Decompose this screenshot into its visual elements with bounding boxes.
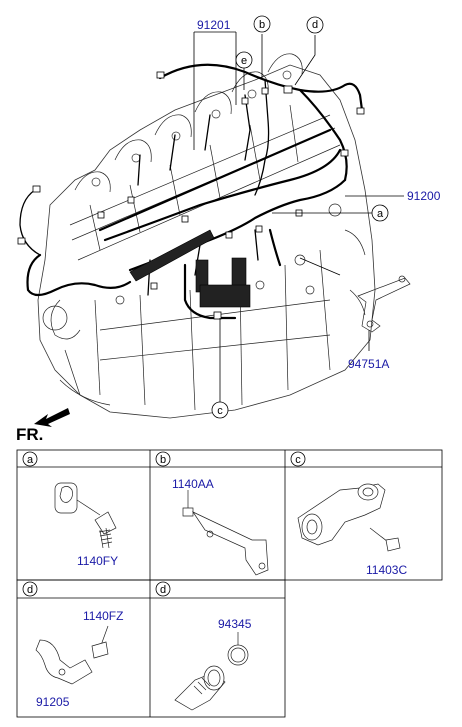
harness-clamp-illustration xyxy=(35,625,109,685)
panel-d-right-letter[interactable]: d xyxy=(155,581,171,597)
detail-panel-c: c 11403C xyxy=(290,451,407,577)
panel-a-letter[interactable]: a xyxy=(22,451,38,467)
panel-b-letter[interactable]: b xyxy=(155,451,171,467)
callout-d-top[interactable]: d xyxy=(306,16,324,34)
svg-text:a: a xyxy=(377,208,384,220)
svg-text:d: d xyxy=(312,19,318,31)
clamp-clip-illustration xyxy=(54,482,117,549)
detail-panel-d-left: d 1140FZ 91205 xyxy=(22,581,123,709)
panel-c-letter[interactable]: c xyxy=(290,451,306,467)
detail-panel-a: a 1140FY xyxy=(22,451,118,568)
harness-sheath xyxy=(129,229,251,308)
bracket-94751A xyxy=(357,275,411,333)
label-91205: 91205 xyxy=(36,695,70,709)
wiring-harness-91201 xyxy=(19,63,364,297)
label-11403C: 11403C xyxy=(366,563,407,577)
svg-text:d: d xyxy=(160,584,166,596)
leader-lines xyxy=(193,31,404,402)
label-1140FZ: 1140FZ xyxy=(83,609,123,623)
svg-text:c: c xyxy=(217,405,223,417)
detail-panel-d-right: d 94345 xyxy=(155,581,252,711)
mounting-bracket-illustration xyxy=(297,483,401,552)
front-indicator: FR. xyxy=(16,408,70,444)
callout-b[interactable]: b xyxy=(253,15,271,33)
front-label: FR. xyxy=(16,425,43,444)
label-1140AA: 1140AA xyxy=(172,477,214,491)
svg-text:b: b xyxy=(160,454,166,466)
callout-c[interactable]: c xyxy=(211,401,229,419)
svg-text:b: b xyxy=(259,19,265,31)
label-1140FY: 1140FY xyxy=(77,554,118,568)
label-94751A: 94751A xyxy=(348,357,389,371)
wiring-harness-91200 xyxy=(183,228,282,320)
callout-e[interactable]: e xyxy=(235,51,253,69)
svg-text:c: c xyxy=(295,454,301,466)
connector-oring-illustration xyxy=(174,632,249,711)
svg-text:d: d xyxy=(27,584,33,596)
detail-panel-b: b 1140AA xyxy=(155,451,269,576)
callout-a[interactable]: a xyxy=(371,204,389,222)
panel-d-left-letter[interactable]: d xyxy=(22,581,38,597)
label-91200: 91200 xyxy=(407,189,441,203)
detail-grid xyxy=(16,449,443,718)
svg-text:a: a xyxy=(27,454,34,466)
front-arrow-icon xyxy=(34,408,70,427)
label-94345: 94345 xyxy=(218,617,252,631)
bracket-bolt-illustration xyxy=(182,490,269,576)
label-91201: 91201 xyxy=(197,18,231,32)
svg-text:e: e xyxy=(241,55,247,67)
